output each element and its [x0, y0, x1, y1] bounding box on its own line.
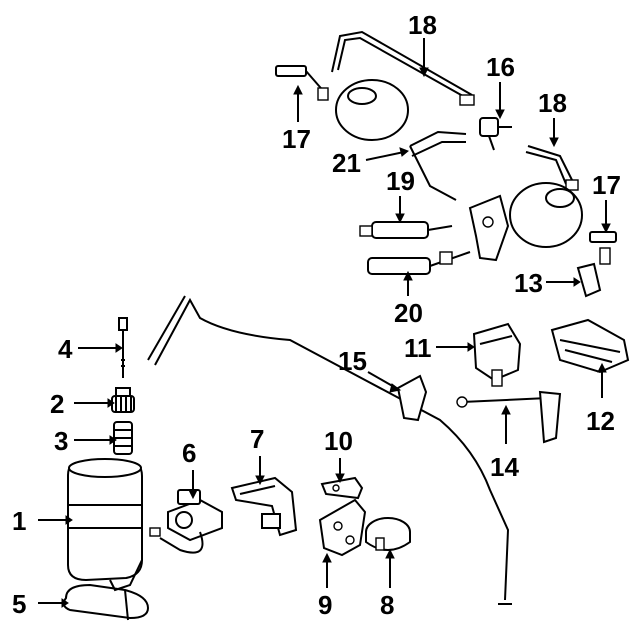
callout-18b: 18 — [538, 88, 567, 118]
part-4-dipstick — [118, 317, 128, 378]
air-bellows-left — [335, 79, 409, 141]
callout-1: 1 — [12, 506, 26, 536]
part-1-reservoir — [67, 458, 143, 592]
part-18-right-line — [525, 145, 579, 191]
part-16-elbow — [479, 117, 512, 151]
callout-5: 5 — [12, 589, 26, 619]
part-14-link — [456, 390, 562, 444]
callout-8: 8 — [380, 590, 394, 620]
callout-10: 10 — [324, 426, 353, 456]
callout-4: 4 — [58, 334, 73, 364]
callout-9: 9 — [318, 590, 332, 620]
callout-12: 12 — [586, 406, 615, 436]
callout-17b: 17 — [592, 170, 621, 200]
callout-14: 14 — [490, 452, 519, 482]
part-19-damper — [359, 221, 453, 239]
callout-16: 16 — [486, 52, 515, 82]
callout-21: 21 — [332, 148, 361, 178]
air-bellows-right — [509, 182, 583, 248]
part-18-top-line — [331, 30, 475, 106]
callout-6: 6 — [182, 438, 196, 468]
part-8-switch — [365, 517, 411, 551]
callout-2: 2 — [50, 389, 64, 419]
part-2-cap — [111, 387, 135, 413]
callout-15: 15 — [338, 346, 367, 376]
part-7-bracket — [230, 476, 298, 537]
part-13-clip — [576, 262, 602, 298]
callout-17a: 17 — [282, 124, 311, 154]
part-20-shock — [367, 251, 471, 275]
part-10-small-bracket — [320, 476, 364, 500]
part-17-left-bolt — [275, 65, 329, 101]
callout-leaders — [38, 38, 611, 608]
leveling-valve — [468, 194, 510, 262]
part-9-mount — [318, 498, 367, 557]
part-17-right-bolt — [589, 231, 617, 265]
part-12-crossmember — [550, 318, 630, 374]
stabilizer-bar — [147, 295, 512, 605]
part-11-mount — [472, 322, 522, 387]
callout-11: 11 — [404, 333, 432, 363]
callout-13: 13 — [514, 268, 543, 298]
callout-19: 19 — [386, 166, 415, 196]
part-21-hose — [409, 130, 467, 201]
part-6-valve — [149, 489, 223, 554]
callout-3: 3 — [54, 426, 68, 456]
callout-20: 20 — [394, 298, 423, 328]
callout-18a: 18 — [408, 10, 437, 40]
part-15-bracket — [396, 374, 428, 422]
part-3-filter — [113, 421, 133, 455]
callout-numbers: 1 2 3 4 5 6 7 8 9 10 11 12 13 14 15 16 1… — [12, 10, 621, 620]
callout-7: 7 — [250, 424, 264, 454]
part-5-strap — [62, 583, 150, 621]
